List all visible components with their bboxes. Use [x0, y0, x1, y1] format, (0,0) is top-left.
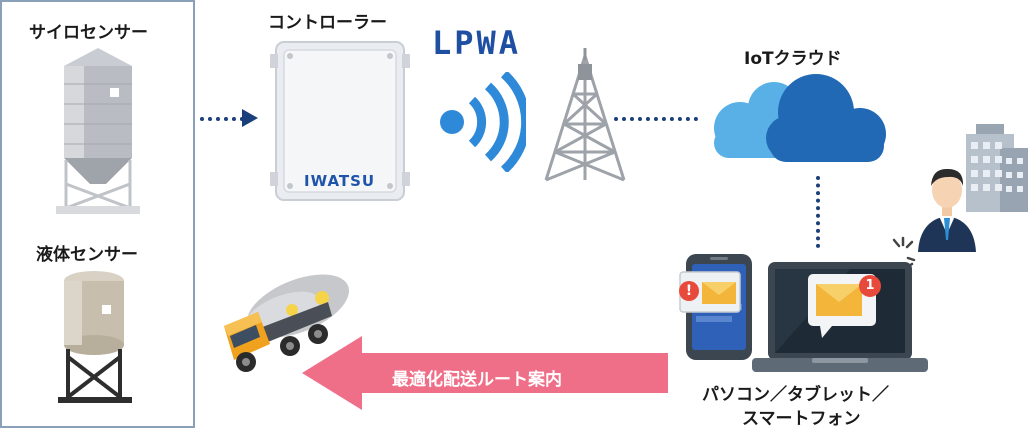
tablet-alert-badge: !: [685, 283, 693, 299]
alert-badge-icon: [679, 281, 699, 301]
tanker-truck-icon: [224, 274, 350, 372]
dotted-connector-tower-cloud: [614, 117, 698, 121]
controller-icon: [270, 41, 410, 201]
liquid-sensor-label: 液体センサー: [36, 245, 138, 265]
wireless-signal-icon: [440, 72, 526, 172]
mail-notification-bubble-icon: [808, 274, 876, 338]
route-arrow-icon: [302, 336, 668, 410]
devices-label-line2: スマートフォン: [742, 409, 861, 429]
controller-brand: IWATSU: [304, 172, 376, 190]
silo-sensor-label: サイロセンサー: [29, 23, 148, 43]
lpwa-label: LPWA: [432, 24, 522, 62]
businessman-icon: [918, 168, 976, 252]
notification-spark-icon: [892, 236, 914, 249]
count-badge-icon: [859, 275, 881, 297]
office-building-icon: [966, 124, 1028, 212]
dotted-connector-cloud-devices: [816, 176, 820, 248]
dotted-connector-sensor-controller: [200, 117, 244, 121]
radio-tower-icon: [544, 48, 626, 182]
liquid-tank-icon: [58, 271, 132, 403]
cloud-icon: [714, 74, 886, 162]
arrow-right-icon: [242, 109, 258, 127]
route-guidance-label: 最適化配送ルート案内: [392, 370, 562, 390]
devices-label-line1: パソコン／タブレット／: [702, 385, 889, 405]
laptop-notification-count: 1: [865, 278, 875, 293]
controller-label: コントローラー: [268, 13, 387, 33]
mail-notification-icon: [679, 271, 741, 313]
silo-sensor-icon: [56, 48, 140, 214]
iot-cloud-label: IoTクラウド: [744, 49, 842, 69]
